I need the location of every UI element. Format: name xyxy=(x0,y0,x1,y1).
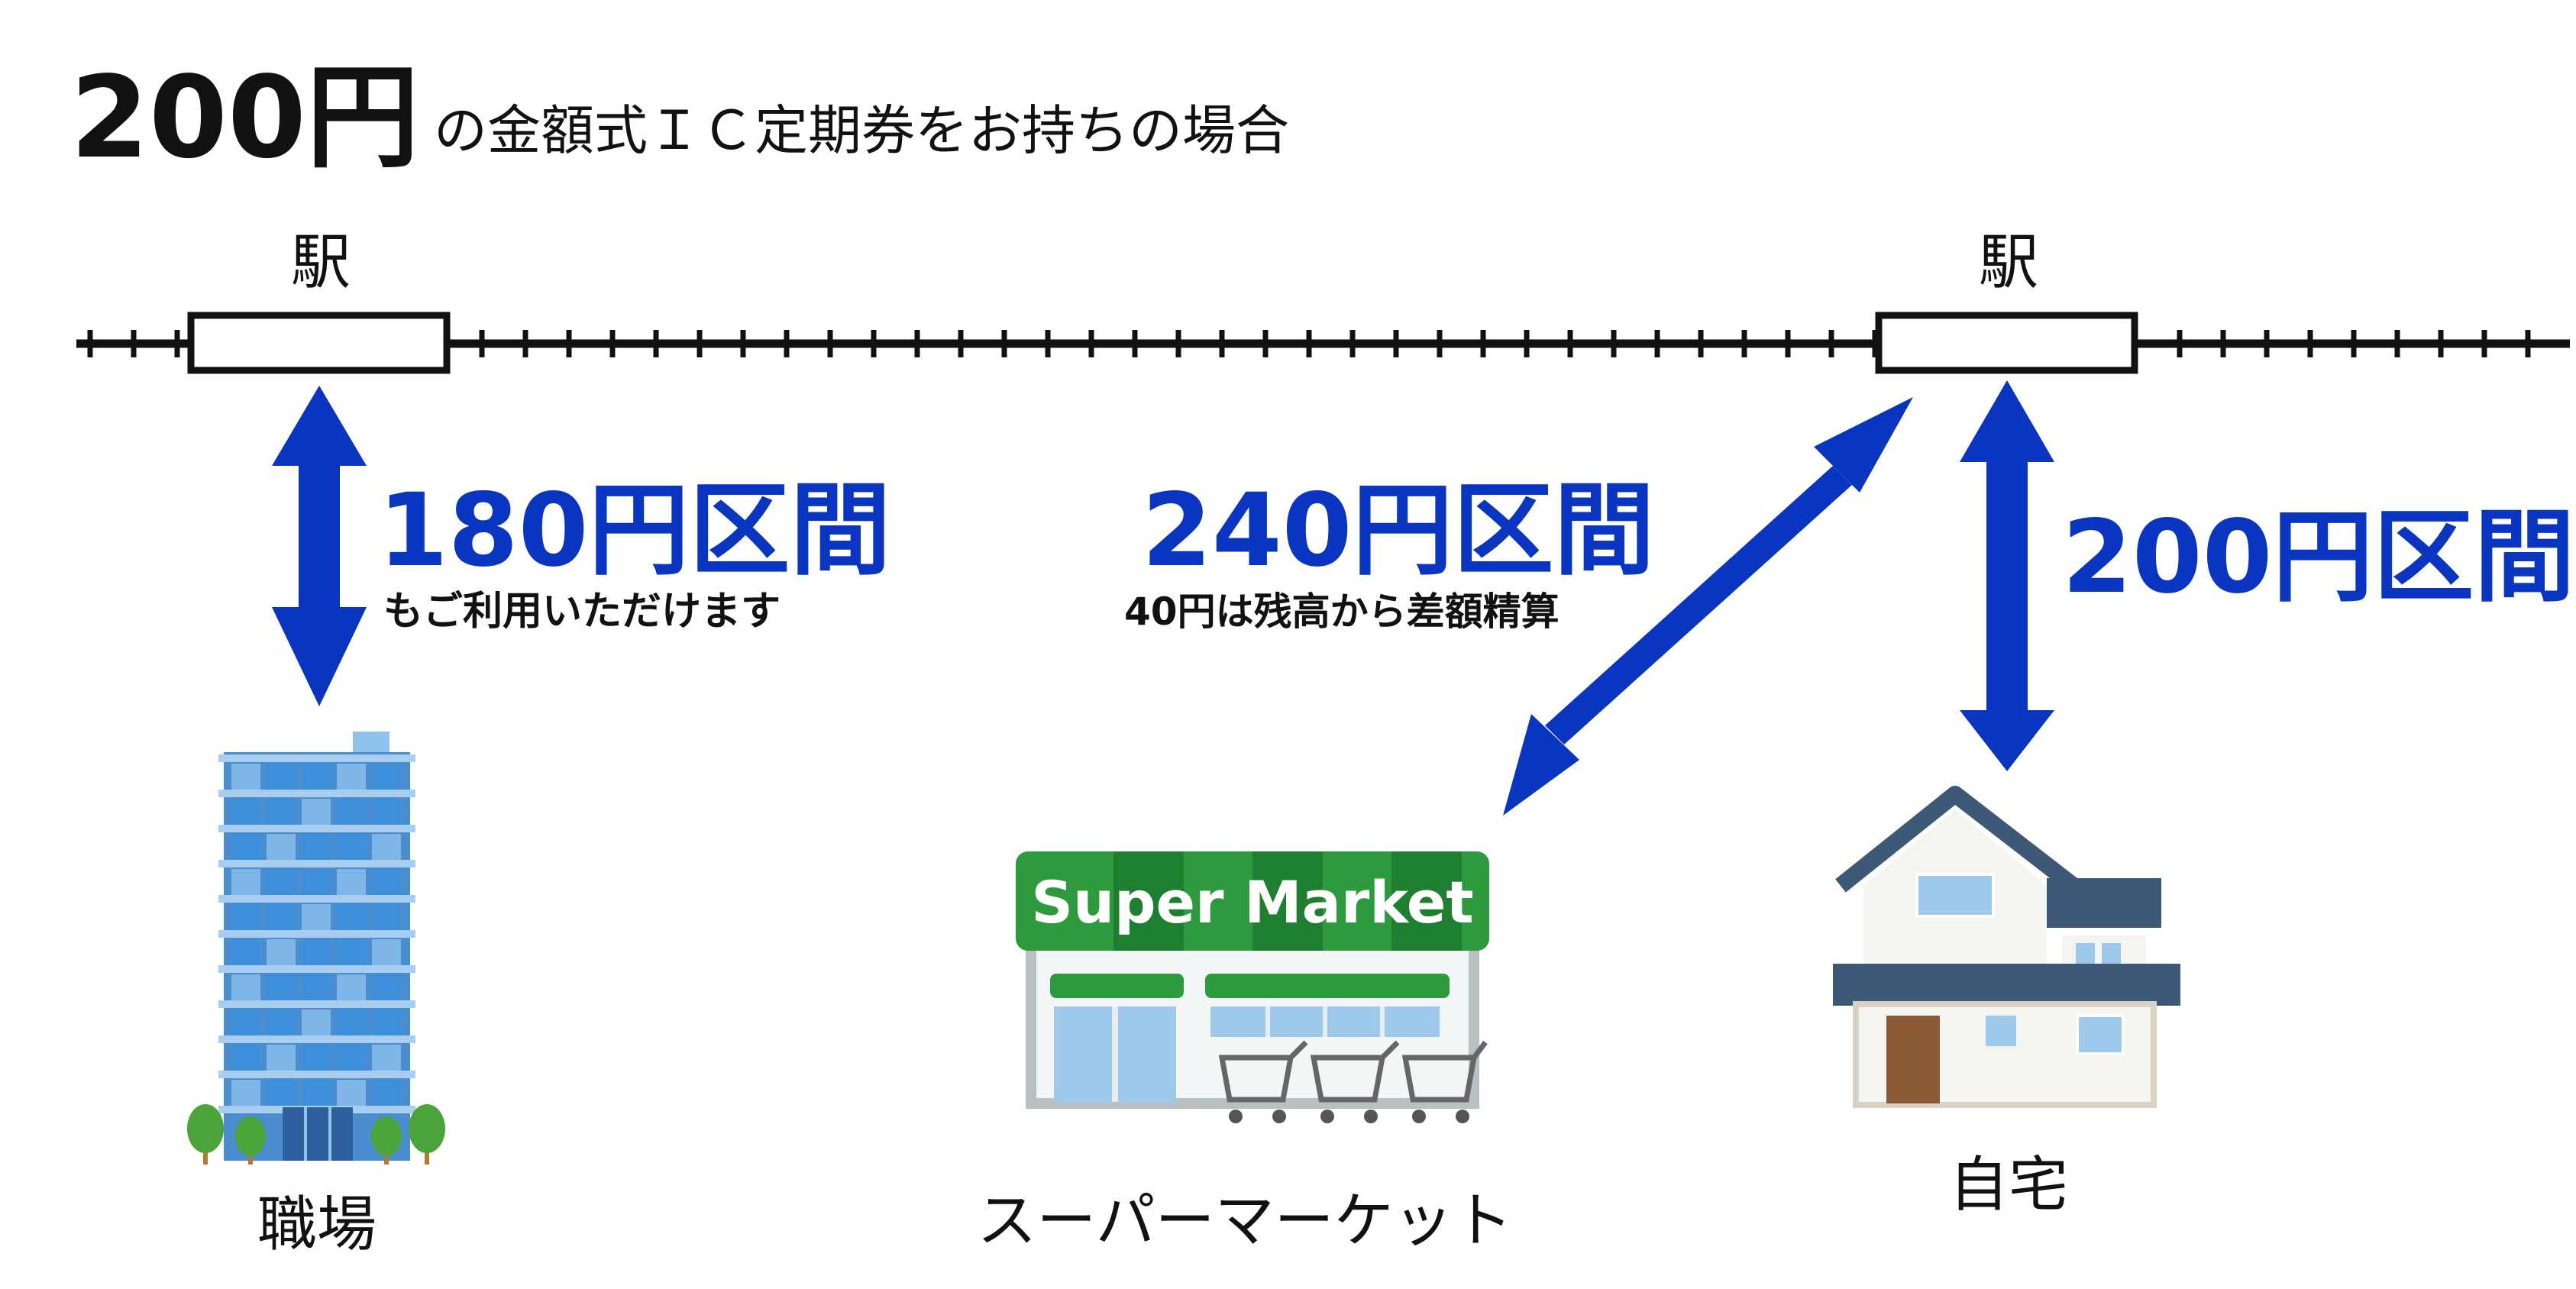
office-window xyxy=(231,1080,260,1106)
arrow-home-to-station xyxy=(1960,380,2054,771)
office-floor-band xyxy=(218,790,415,797)
office-floor-band xyxy=(218,895,415,903)
office-window xyxy=(231,939,260,965)
station-left-label: 駅 xyxy=(291,228,351,297)
office-window xyxy=(302,799,331,825)
office-window xyxy=(372,799,401,825)
office-window xyxy=(302,904,331,930)
place-office: 職場 xyxy=(257,1190,377,1259)
office-window xyxy=(267,869,296,895)
office-floor-band xyxy=(218,1071,415,1078)
office-window xyxy=(267,939,296,965)
office-window xyxy=(302,764,331,790)
place-home: 自宅 xyxy=(1949,1151,2068,1220)
office-window xyxy=(372,939,401,965)
office-window xyxy=(372,834,401,860)
office-window xyxy=(337,869,366,895)
office-window xyxy=(337,1045,366,1071)
office-window xyxy=(337,1010,366,1035)
office-window xyxy=(302,869,331,895)
office-floor-band xyxy=(218,1000,415,1008)
fare-home: 200円区間 xyxy=(2062,499,2575,616)
rail-ties xyxy=(87,330,2531,357)
station-right-label: 駅 xyxy=(1979,228,2038,297)
office-window xyxy=(267,1080,296,1106)
office-window xyxy=(372,764,401,790)
fare-office: 180円区間 xyxy=(378,472,891,590)
office-window xyxy=(231,869,260,895)
shopping-cart-icon xyxy=(1218,1040,1308,1123)
title-amount: 200円 xyxy=(70,52,419,183)
office-window xyxy=(337,1080,366,1106)
office-window xyxy=(302,834,331,860)
shopping-cart-icon xyxy=(1401,1040,1488,1123)
office-window xyxy=(267,834,296,860)
office-window xyxy=(231,904,260,930)
office-floor-band xyxy=(218,965,415,973)
office-window xyxy=(337,834,366,860)
office-floor-band xyxy=(218,754,415,762)
office-window xyxy=(337,974,366,1000)
office-window xyxy=(302,974,331,1000)
office-floor-band xyxy=(218,1035,415,1043)
office-window xyxy=(302,1045,331,1071)
supermarket-sign-text: Super Market xyxy=(1031,868,1474,936)
shopping-cart-icon xyxy=(1310,1040,1400,1123)
office-window xyxy=(231,974,260,1000)
office-window xyxy=(372,904,401,930)
office-window xyxy=(231,799,260,825)
office-window xyxy=(231,1045,260,1071)
office-building-illustration xyxy=(187,732,445,1165)
arrow-office-to-station xyxy=(272,386,367,706)
station-right: 駅 xyxy=(1875,228,2138,374)
office-window xyxy=(302,1010,331,1035)
tree-icon xyxy=(371,1116,402,1165)
office-floor-band xyxy=(218,930,415,938)
fare-supermarket: 240円区間 xyxy=(1142,472,1655,590)
supermarket-illustration: Super Market xyxy=(1016,851,1489,1123)
office-window xyxy=(231,1010,260,1035)
office-floor-band xyxy=(218,825,415,832)
office-window xyxy=(231,764,260,790)
tree-icon xyxy=(187,1104,224,1165)
office-windows xyxy=(231,764,401,1106)
station-left: 駅 xyxy=(187,228,451,374)
office-window xyxy=(372,1045,401,1071)
office-window xyxy=(267,904,296,930)
office-window xyxy=(337,904,366,930)
fare-office-note: もご利用いただけます xyxy=(383,589,781,635)
office-window xyxy=(372,1080,401,1106)
office-window xyxy=(267,764,296,790)
arrow-supermarket-to-station xyxy=(1503,397,1913,816)
office-window xyxy=(337,939,366,965)
office-window xyxy=(302,939,331,965)
office-window xyxy=(337,799,366,825)
office-window xyxy=(267,974,296,1000)
office-window xyxy=(267,799,296,825)
office-window xyxy=(267,1045,296,1071)
office-window xyxy=(372,974,401,1000)
office-window xyxy=(372,1010,401,1035)
office-window xyxy=(302,1080,331,1106)
tree-icon xyxy=(235,1116,266,1165)
office-window xyxy=(231,834,260,860)
office-window xyxy=(372,869,401,895)
railway-track xyxy=(76,330,2570,357)
place-supermarket: スーパーマーケット xyxy=(977,1187,1512,1255)
house-illustration xyxy=(1833,786,2180,1108)
tree-icon xyxy=(409,1104,445,1165)
office-floor-band xyxy=(218,860,415,867)
fare-supermarket-note: 40円は残高から差額精算 xyxy=(1124,590,1559,634)
title-rest: の金額式ＩＣ定期券をお持ちの場合 xyxy=(434,99,1289,162)
office-window xyxy=(267,1010,296,1035)
office-window xyxy=(337,764,366,790)
